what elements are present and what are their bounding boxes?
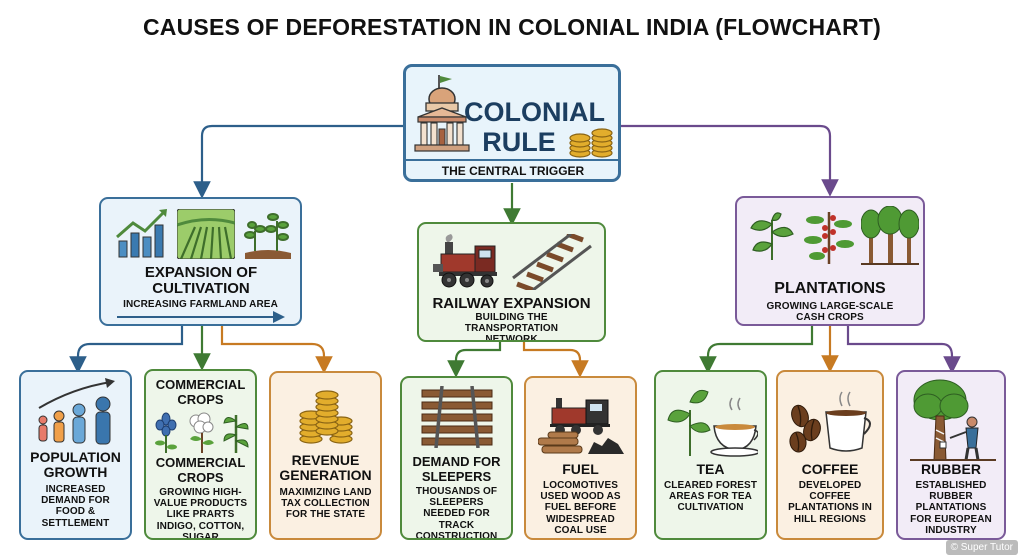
farmland-icon <box>177 209 235 259</box>
tea-leaves-icon <box>750 212 794 260</box>
rubber-desc: ESTABLISHED RUBBER PLANTATIONS FOR EUROP… <box>910 480 992 536</box>
fuel-title: FUEL <box>562 461 599 477</box>
coffee-desc: DEVELOPED COFFEE PLANTATIONS IN HILL REG… <box>788 480 872 525</box>
expansion-of-cultivation-desc: INCREASING FARMLAND AREA <box>123 299 278 310</box>
watermark: © Super Tutor <box>945 540 1018 555</box>
population-growth-desc: INCREASED DEMAND FOR FOOD & SETTLEMENT <box>41 484 110 529</box>
population-growth-box: POPULATION GROWTH INCREASED DEMAND FOR F… <box>19 370 132 540</box>
central-divider <box>406 159 618 161</box>
plant-sprouts-icon <box>244 213 291 259</box>
revenue-generation-box: REVENUE GENERATION MAXIMIZING LAND TAX C… <box>269 371 382 540</box>
tea-box: TEA CLEARED FOREST AREAS FOR TEA CULTIVA… <box>654 370 767 540</box>
demand-for-sleepers-box: DEMAND FOR SLEEPERS THOUSANDS OF SLEEPER… <box>400 376 513 540</box>
government-building-icon <box>414 75 470 152</box>
colonial-rule-box: COLONIAL RULE THE CENTRAL TRIGGER <box>403 64 621 182</box>
commercial-crops-box: COMMERCIAL CROPS COMMERCIAL CROPS GROWIN… <box>144 369 257 540</box>
expansion-of-cultivation-title: EXPANSION OF CULTIVATION <box>144 264 258 297</box>
demand-for-sleepers-desc: THOUSANDS OF SLEEPERS NEEDED FOR TRACK C… <box>415 486 498 540</box>
fuel-desc: LOCOMOTIVES USED WOOD AS FUEL BEFORE WID… <box>540 480 621 536</box>
trees-icon <box>861 206 919 265</box>
railway-expansion-desc: BUILDING THE TRANSPORTATION NETWORK <box>464 312 559 342</box>
plantations-desc: GROWING LARGE-SCALE CASH CROPS <box>766 301 894 324</box>
railway-track-icon <box>512 234 592 290</box>
coffee-title: COFFEE <box>801 461 859 477</box>
population-people-icon <box>38 378 115 445</box>
rubber-title: RUBBER <box>921 461 981 477</box>
plantations-box: PLANTATIONS GROWING LARGE-SCALE CASH CRO… <box>735 196 925 326</box>
growth-chart-icon <box>116 209 167 258</box>
progress-arrow-line <box>117 316 275 318</box>
coffee-box: COFFEE DEVELOPED COFFEE PLANTATIONS IN H… <box>776 370 884 540</box>
locomotive-wood-coal-icon <box>538 398 624 454</box>
railway-expansion-title: RAILWAY EXPANSION <box>432 295 591 312</box>
rubber-box: RUBBER ESTABLISHED RUBBER PLANTATIONS FO… <box>896 370 1006 540</box>
revenue-generation-desc: MAXIMIZING LAND TAX COLLECTION FOR THE S… <box>279 487 372 521</box>
revenue-generation-title: REVENUE GENERATION <box>279 452 372 483</box>
plantations-title: PLANTATIONS <box>774 280 886 297</box>
fuel-box: FUEL LOCOMOTIVES USED WOOD AS FUEL BEFOR… <box>524 376 637 540</box>
commercial-crops-title: COMMERCIAL CROPS <box>155 455 246 485</box>
tea-cup-icon <box>667 389 758 457</box>
railway-expansion-box: RAILWAY EXPANSION BUILDING THE TRANSPORT… <box>417 222 606 342</box>
arrow-right-icon <box>273 311 285 323</box>
commercial-crops-title-top: COMMERCIAL CROPS <box>155 377 246 407</box>
tea-desc: CLEARED FOREST AREAS FOR TEA CULTIVATION <box>663 480 758 514</box>
page-title: CAUSES OF DEFORESTATION IN COLONIAL INDI… <box>142 14 882 40</box>
rubber-tree-tapper-icon <box>910 379 996 461</box>
population-growth-title: POPULATION GROWTH <box>30 449 121 480</box>
coffee-plant-icon <box>804 212 854 264</box>
colonial-rule-subtitle: THE CENTRAL TRIGGER <box>441 164 585 178</box>
demand-for-sleepers-title: DEMAND FOR SLEEPERS <box>412 454 501 484</box>
steam-locomotive-icon <box>433 234 497 288</box>
indigo-cotton-sugar-icon <box>155 412 249 453</box>
commercial-crops-desc: GROWING HIGH-VALUE PRODUCTS LIKE PRARTS … <box>153 487 248 540</box>
expansion-of-cultivation-box: EXPANSION OF CULTIVATION INCREASING FARM… <box>99 197 302 326</box>
railway-sleepers-icon <box>421 386 493 448</box>
colonial-rule-title: COLONIAL RULE <box>464 97 605 157</box>
tea-title: TEA <box>696 461 725 477</box>
coffee-cup-beans-icon <box>789 391 871 453</box>
gold-coins-icon <box>569 128 613 158</box>
coin-stacks-icon <box>299 390 353 444</box>
